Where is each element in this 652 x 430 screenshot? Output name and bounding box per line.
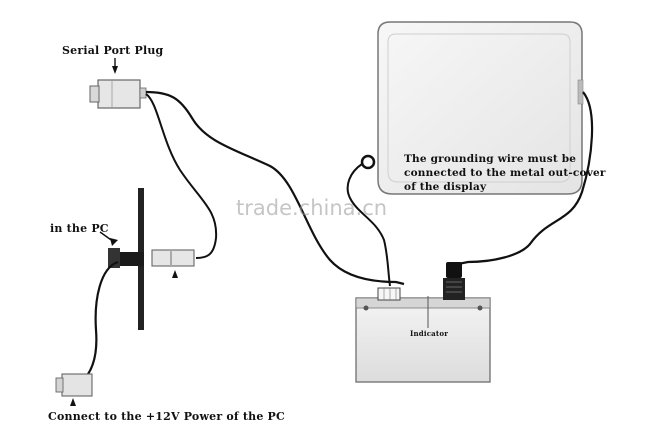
- grounding-wire: [346, 154, 391, 287]
- display-cable: [457, 91, 594, 266]
- serial-port-plug-label: Serial Port Plug: [62, 44, 164, 57]
- serial-cable-secondary: [145, 93, 218, 259]
- serial-plug-arrow: [112, 66, 118, 74]
- power-plug: [55, 373, 93, 397]
- inline-connector: [151, 249, 195, 267]
- watermark: trade.china.cn: [236, 196, 388, 220]
- display-panel: [377, 21, 584, 195]
- controller-board: [355, 296, 491, 383]
- serial-cable-main: [145, 90, 405, 286]
- in-the-pc-label: in the PC: [50, 222, 109, 235]
- power-cable: [75, 260, 119, 387]
- serial-port-plug: [89, 79, 147, 109]
- board-serial-connector: [377, 287, 401, 301]
- power-plug-arrow: [70, 398, 76, 406]
- grounding-note: The grounding wire must be connected to …: [404, 153, 606, 193]
- board-display-connector: [443, 262, 465, 300]
- power-note: Connect to the +12V Power of the PC: [48, 410, 285, 423]
- pc-bracket: [108, 188, 144, 330]
- indicator-label: Indicator: [410, 329, 449, 338]
- inline-connector-arrow: [172, 270, 178, 278]
